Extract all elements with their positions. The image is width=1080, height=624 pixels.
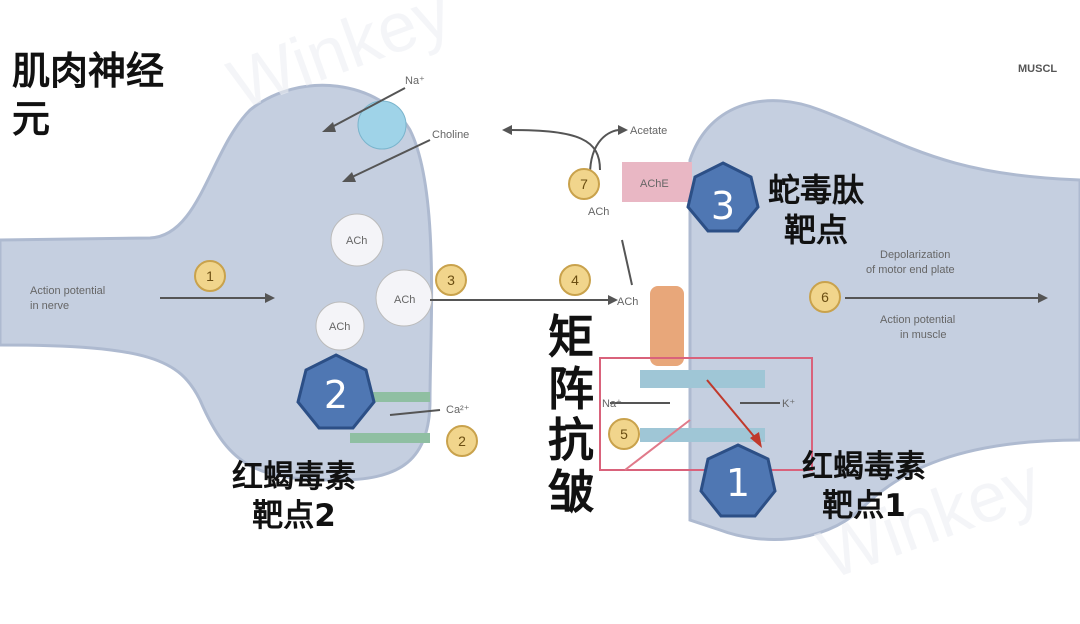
ca-label: Ca²⁺ xyxy=(446,404,470,416)
marker-3: 3 xyxy=(686,161,760,233)
matrix-char-3: 抗 xyxy=(548,413,594,468)
endplate-channel-bottom xyxy=(640,428,765,442)
scorpion-target-1: 红蝎毒素 靶点1 xyxy=(802,448,926,526)
ach-label-3: ACh xyxy=(329,321,350,333)
action-muscle-1: Action potential xyxy=(880,314,955,326)
ach-label-4: ACh xyxy=(394,294,415,306)
na-inner-label: Na⁺ xyxy=(602,398,622,410)
step-7-label: 7 xyxy=(580,176,588,192)
scorpion-target-2-line1: 红蝎毒素 xyxy=(232,459,356,495)
marker-3-number: 3 xyxy=(711,184,735,228)
calcium-channel-upper xyxy=(350,392,430,402)
snake-target-line1: 蛇毒肽 xyxy=(768,171,865,209)
matrix-wave-label: 矩 阵 抗 皱 xyxy=(548,310,594,519)
endplate-channel-top xyxy=(640,370,765,388)
matrix-char-4: 皱 xyxy=(548,464,594,519)
scorpion-target-1-line2: 靶点1 xyxy=(822,487,906,524)
step-1-label: 1 xyxy=(206,268,214,284)
marker-1-number: 1 xyxy=(726,461,750,505)
neuron-title-line1: 肌肉神经 xyxy=(12,49,165,93)
acetate-label: Acetate xyxy=(630,125,667,137)
marker-2: 2 xyxy=(296,353,376,430)
corner-text: MUSCL xyxy=(1018,63,1057,75)
snake-toxin-target: 蛇毒肽 靶点 xyxy=(768,170,864,250)
snake-target-line2: 靶点 xyxy=(784,211,849,249)
depol-1: Depolarization xyxy=(880,249,950,261)
ach-label-1: ACh xyxy=(588,206,609,218)
step-6-label: 6 xyxy=(821,289,829,305)
red-arrowhead xyxy=(750,432,762,448)
step-circles: 1 2 3 4 5 6 7 xyxy=(194,168,841,457)
red-arrow xyxy=(706,379,758,441)
ache-label: AChE xyxy=(640,178,669,190)
marker-1: 1 xyxy=(699,443,777,518)
marker-2-number: 2 xyxy=(324,373,348,417)
neuron-title-line2: 元 xyxy=(12,96,51,141)
muscle-fiber-shape xyxy=(688,99,1080,542)
ach-label-5: ACh xyxy=(617,296,638,308)
step-5-label: 5 xyxy=(620,426,628,442)
receptor-block xyxy=(650,286,684,366)
k-label: K⁺ xyxy=(782,398,795,410)
na-label: Na⁺ xyxy=(405,75,425,87)
scorpion-target-2-line2: 靶点2 xyxy=(252,497,336,534)
step-3-label: 3 xyxy=(447,272,455,288)
depol-2: of motor end plate xyxy=(866,264,955,276)
calcium-channel-lower xyxy=(350,433,430,443)
scorpion-target-1-line1: 红蝎毒素 xyxy=(802,449,926,485)
neuron-title: 肌肉神经 元 xyxy=(12,48,164,143)
matrix-char-2: 阵 xyxy=(548,361,594,416)
action-nerve-1: Action potential xyxy=(30,285,105,297)
action-nerve-2: in nerve xyxy=(30,300,69,312)
red-diagonal xyxy=(624,419,691,471)
ach-label-2: ACh xyxy=(346,235,367,247)
matrix-char-1: 矩 xyxy=(548,310,594,364)
scorpion-target-2: 红蝎毒素 靶点2 xyxy=(232,458,356,536)
step-2-label: 2 xyxy=(458,433,466,449)
step-4-label: 4 xyxy=(571,272,579,288)
action-muscle-2: in muscle xyxy=(900,329,946,341)
ache-block xyxy=(622,162,692,202)
arrowheads xyxy=(265,122,1048,305)
vesicles xyxy=(315,100,433,351)
choline-label: Choline xyxy=(432,129,469,141)
diagram-arrows xyxy=(160,87,1040,416)
